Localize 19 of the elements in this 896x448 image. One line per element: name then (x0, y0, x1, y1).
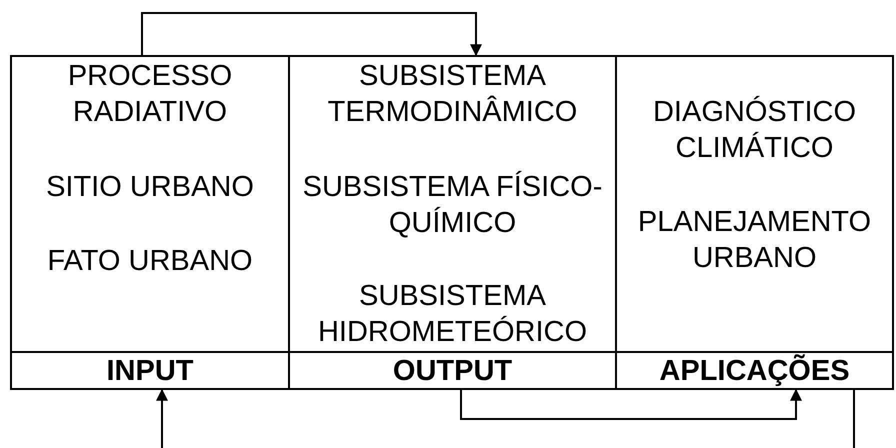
table-cell (615, 55, 894, 353)
column-heading: INPUT (106, 354, 194, 389)
cell-text: PROCESSO RADIATIVO (66, 59, 234, 130)
cell-text: PLANEJAMENTO URBANO (636, 205, 872, 276)
arrow (156, 388, 168, 448)
column-heading: OUTPUT (392, 354, 514, 389)
arrow (460, 388, 802, 420)
table-header-cell (10, 351, 290, 390)
cell-text: SUBSISTEMA TERMODINÂMICO (326, 59, 578, 130)
cell-text: FATO URBANO (46, 244, 254, 279)
cell-text: DIAGNÓSTICO CLIMÁTICO (652, 94, 857, 166)
cell-text: SUBSISTEMA HIDROMETEÓRICO (316, 279, 588, 350)
table-header-cell (615, 351, 894, 390)
cell-text: SUBSISTEMA FÍSICO-QUÍMICO (302, 170, 604, 241)
cell-text: SITIO URBANO (45, 170, 255, 205)
connector-line (853, 390, 855, 448)
arrow (141, 12, 482, 56)
table-cell (10, 55, 290, 353)
column-heading: APLICAÇÕES (658, 353, 851, 389)
